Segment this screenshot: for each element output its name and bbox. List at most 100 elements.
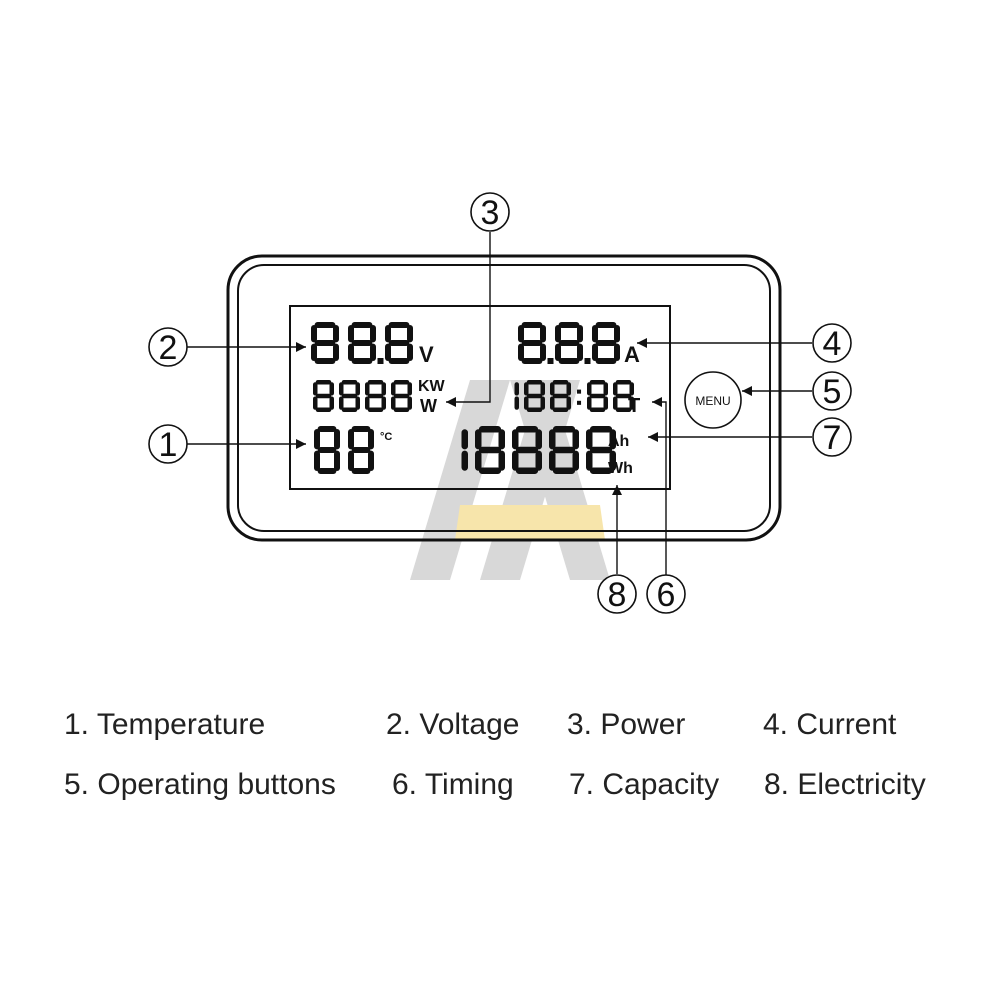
lcd-segment xyxy=(388,322,410,328)
callout-2-number: 2 xyxy=(159,329,178,367)
current-readout xyxy=(518,322,620,364)
lcd-segment xyxy=(461,450,468,471)
lcd-segment xyxy=(629,382,634,396)
lcd-segment xyxy=(589,380,606,385)
lcd-segment xyxy=(348,343,354,361)
lcd-segment xyxy=(566,396,571,410)
lcd-segment xyxy=(572,450,579,471)
lcd-segment xyxy=(586,429,593,450)
lcd-segment xyxy=(589,426,613,433)
lcd-segment xyxy=(475,450,482,471)
unit-electricity: Wh xyxy=(608,460,633,477)
temperature-readout xyxy=(314,426,374,474)
lcd-segment xyxy=(478,426,502,433)
lcd-segment xyxy=(355,382,360,396)
lcd-segment xyxy=(351,322,373,328)
lcd-decimal-point xyxy=(577,400,582,405)
lcd-segment xyxy=(381,382,386,396)
menu-button[interactable]: MENU xyxy=(684,371,742,429)
lcd-segment xyxy=(515,426,539,433)
callout-1: 1 xyxy=(148,424,188,464)
callout-8: 8 xyxy=(597,574,637,614)
lcd-segment xyxy=(313,396,318,410)
lcd-segment xyxy=(514,396,519,410)
callout-7: 7 xyxy=(812,417,852,457)
lcd-decimal-point xyxy=(547,358,554,364)
lcd-segment xyxy=(614,343,620,361)
lcd-segment xyxy=(314,340,336,346)
lcd-window xyxy=(289,305,671,490)
callout-5: 5 xyxy=(812,371,852,411)
lcd-segment xyxy=(329,382,334,396)
unit-w: W xyxy=(420,396,437,416)
lcd-segment xyxy=(393,380,410,385)
lcd-segment xyxy=(595,340,617,346)
lcd-segment xyxy=(572,429,579,450)
lcd-segment xyxy=(348,325,354,343)
lcd-segment xyxy=(512,450,519,471)
lcd-decimal-point xyxy=(584,358,591,364)
lcd-segment xyxy=(329,396,334,410)
lcd-segment xyxy=(518,343,524,361)
lcd-segment xyxy=(341,407,358,412)
lcd-segment xyxy=(385,325,391,343)
lcd-segment xyxy=(388,358,410,364)
lcd-segment xyxy=(391,396,396,410)
unit-voltage: V xyxy=(419,342,434,367)
lcd-segment xyxy=(333,343,339,361)
lcd-segment xyxy=(385,343,391,361)
lcd-segment xyxy=(615,380,632,385)
lcd-segment xyxy=(367,393,384,399)
lcd-segment xyxy=(341,393,358,399)
lcd-segment xyxy=(595,322,617,328)
lcd-segment xyxy=(549,429,556,450)
lcd-segment xyxy=(603,382,608,396)
lcd-decimal-point xyxy=(577,389,582,394)
lcd-segment xyxy=(317,426,337,432)
callout-2: 2 xyxy=(148,327,188,367)
lcd-segment xyxy=(589,446,613,454)
lcd-segment xyxy=(521,358,543,364)
lcd-segment xyxy=(365,396,370,410)
lcd-segment xyxy=(526,393,543,399)
lcd-segment xyxy=(475,429,482,450)
lcd-segment xyxy=(407,343,413,361)
lcd-segment xyxy=(566,382,571,396)
lcd-segment xyxy=(393,407,410,412)
lcd-segment xyxy=(314,450,320,471)
lcd-segment xyxy=(614,325,620,343)
lcd-segment xyxy=(552,467,576,474)
lcd-segment xyxy=(407,382,412,396)
lcd-segment xyxy=(348,450,354,471)
lcd-segment xyxy=(478,446,502,454)
lcd-segment xyxy=(339,382,344,396)
callout-8-number: 8 xyxy=(608,576,627,614)
lcd-segment xyxy=(339,396,344,410)
lcd-segment xyxy=(526,407,543,412)
lcd-segment xyxy=(370,343,376,361)
lcd-decimal-point xyxy=(377,358,384,364)
lcd-segment xyxy=(552,446,576,454)
lcd-segment xyxy=(592,325,598,343)
energy-readout xyxy=(461,426,616,474)
lcd-segment xyxy=(524,396,529,410)
lcd-segment xyxy=(498,450,505,471)
lcd-segment xyxy=(577,325,583,343)
lcd-segment xyxy=(586,450,593,471)
lcd-segment xyxy=(368,450,374,471)
lcd-segment xyxy=(549,450,556,471)
lcd-segment xyxy=(558,322,580,328)
device-housing-outer xyxy=(226,254,782,542)
arrowheads xyxy=(296,338,752,495)
lcd-segment xyxy=(521,322,543,328)
lcd-segment xyxy=(540,382,545,396)
lcd-segment xyxy=(552,380,569,385)
lcd-segment xyxy=(521,340,543,346)
lcd-segment xyxy=(355,396,360,410)
callout-3: 3 xyxy=(470,192,510,232)
lcd-segment xyxy=(351,468,371,474)
lcd-segment xyxy=(515,446,539,454)
lcd-segment xyxy=(552,393,569,399)
lcd-segment xyxy=(589,467,613,474)
lcd-segment xyxy=(407,396,412,410)
